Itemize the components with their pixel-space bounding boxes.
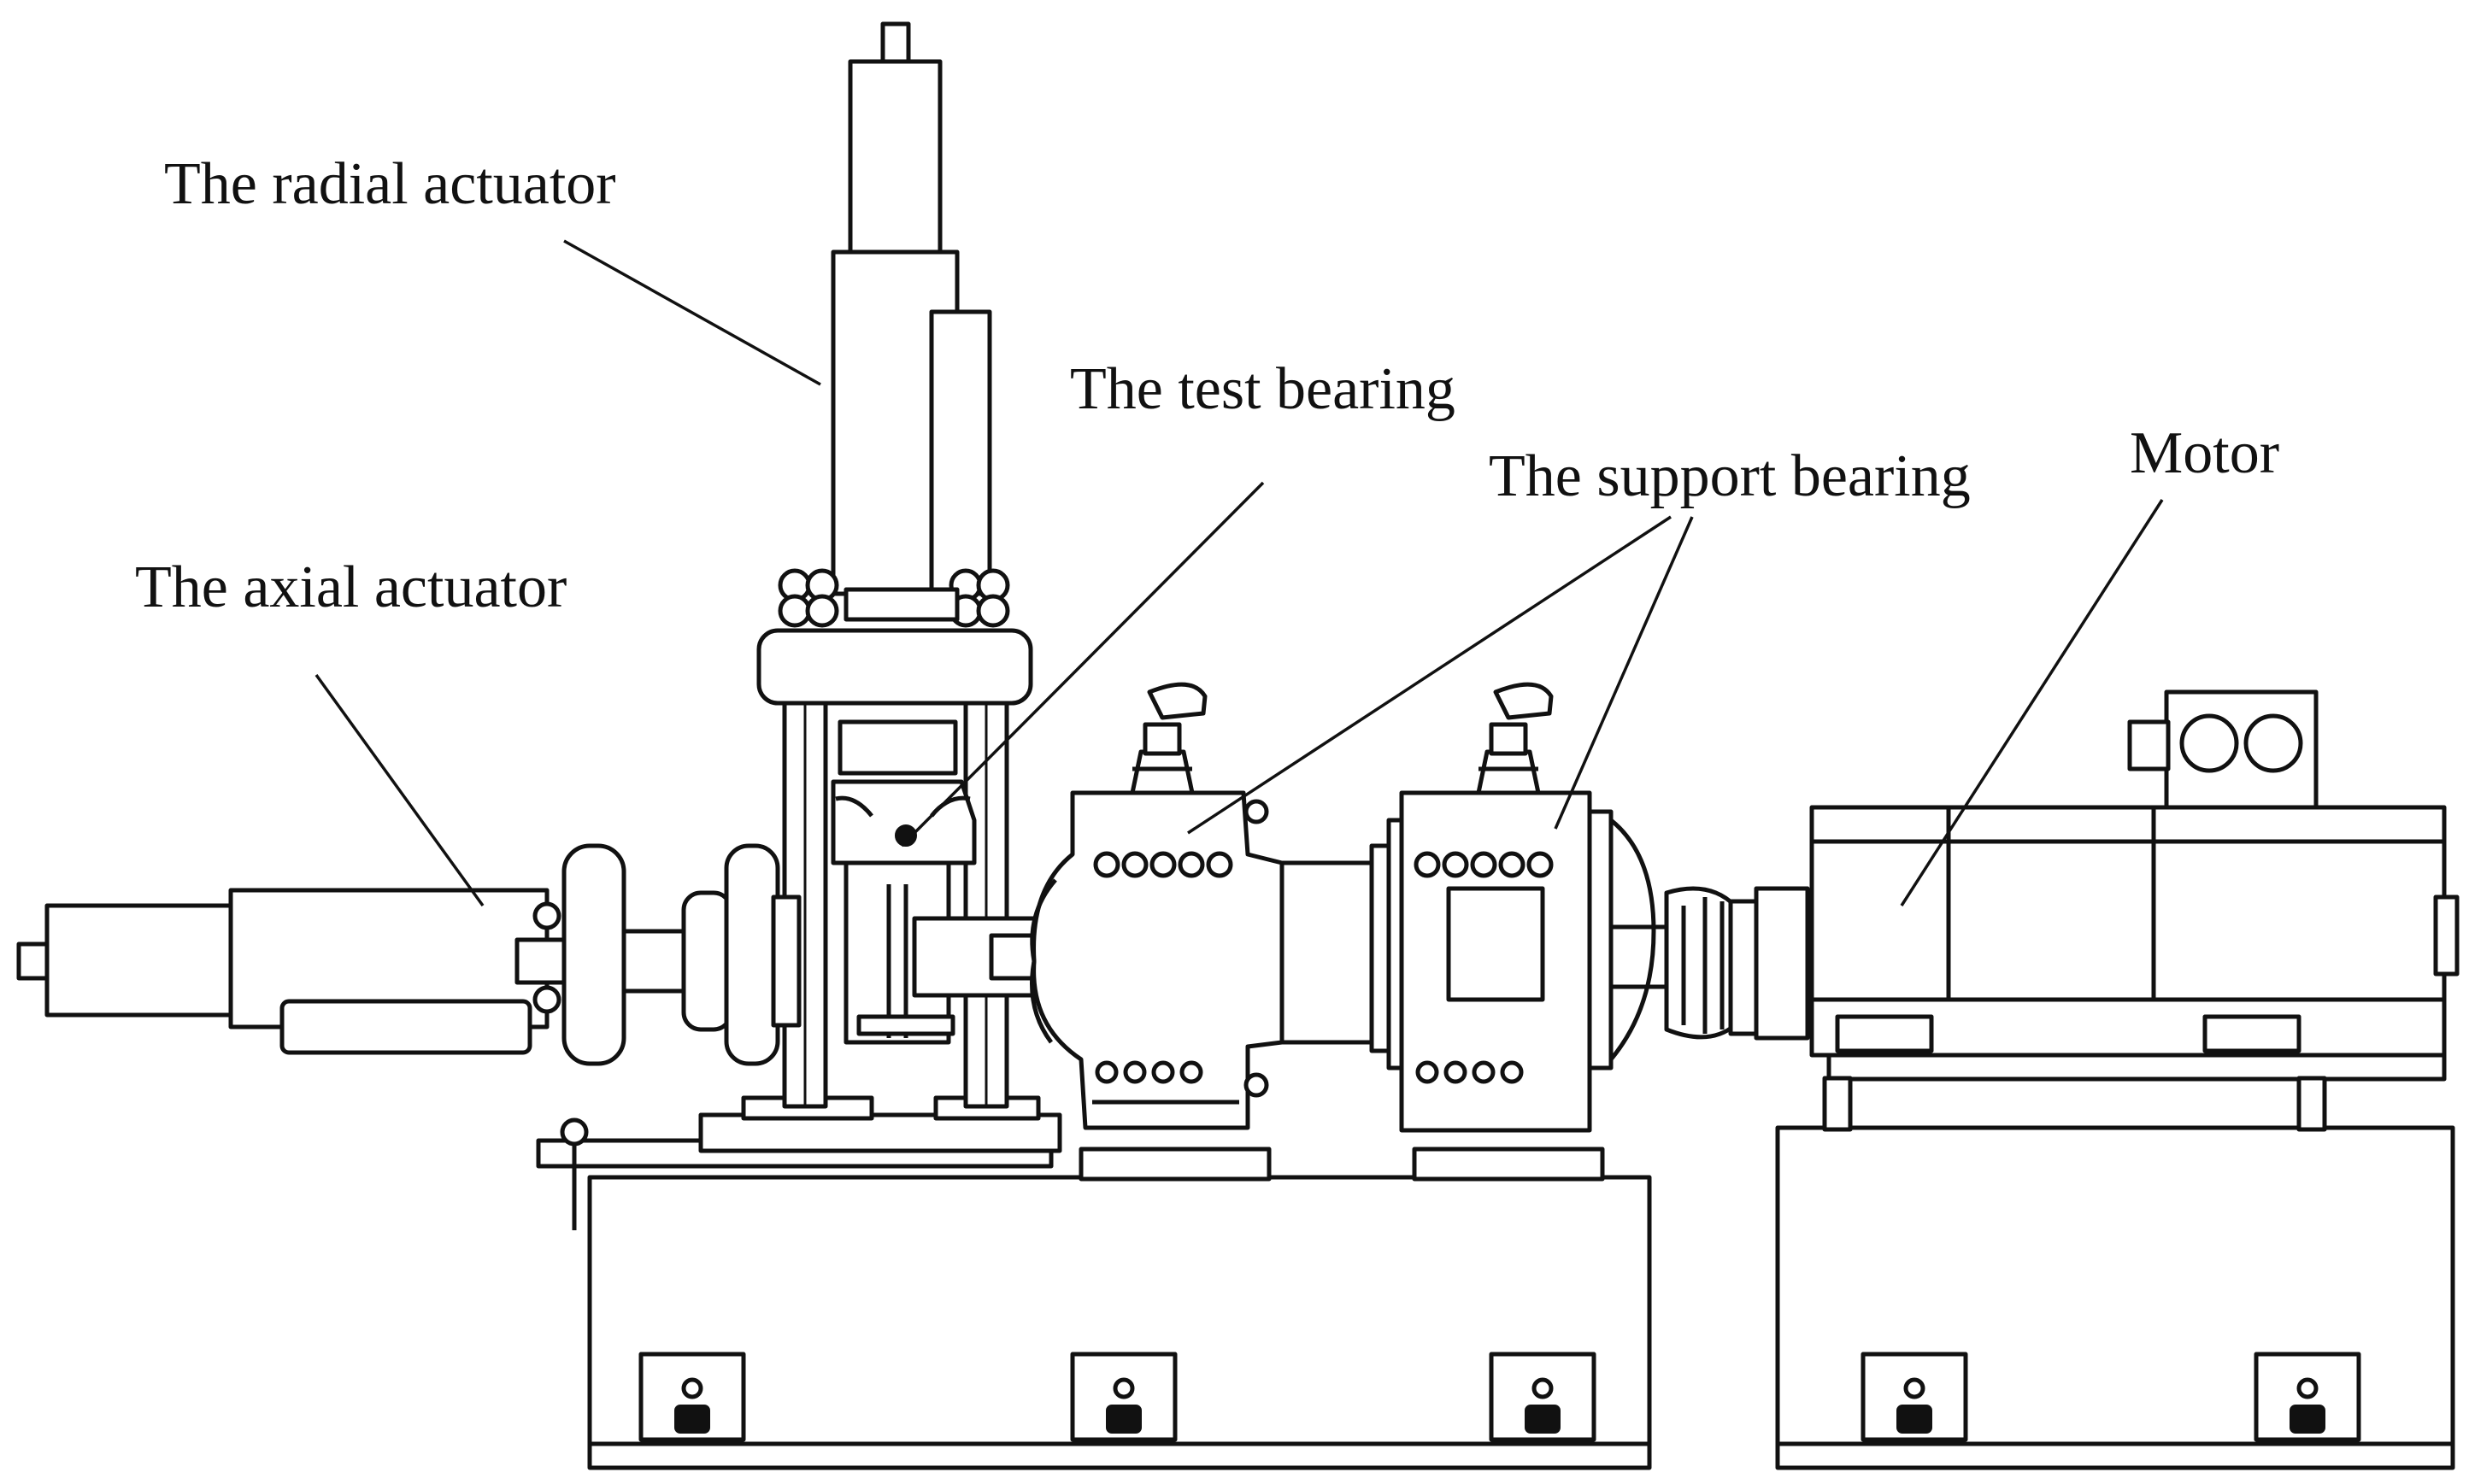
rig-base-block (587, 1175, 1652, 1470)
motor-base-block (1775, 1125, 2455, 1470)
leader-support-bearing-1 (1187, 515, 1672, 835)
motor (1809, 689, 2460, 1132)
coupling (1664, 886, 1810, 1041)
support-bearing-housing-1 (1030, 682, 1284, 1130)
label-test-bearing: The test bearing (1070, 356, 1455, 422)
axial-actuator (16, 843, 802, 1066)
leader-lines (315, 239, 2164, 907)
leader-support-bearing-2 (1554, 516, 1694, 830)
label-support-bearing: The support bearing (1489, 443, 1971, 509)
label-axial-actuator: The axial actuator (135, 554, 567, 620)
leader-motor (1900, 499, 2164, 906)
leader-radial-actuator (563, 239, 821, 386)
leader-test-bearing (900, 481, 1265, 848)
leader-axial-actuator (315, 673, 485, 907)
label-radial-actuator: The radial actuator (164, 151, 616, 217)
support-bearing-housing-2 (1369, 682, 1656, 1133)
label-motor: Motor (2130, 420, 2279, 486)
